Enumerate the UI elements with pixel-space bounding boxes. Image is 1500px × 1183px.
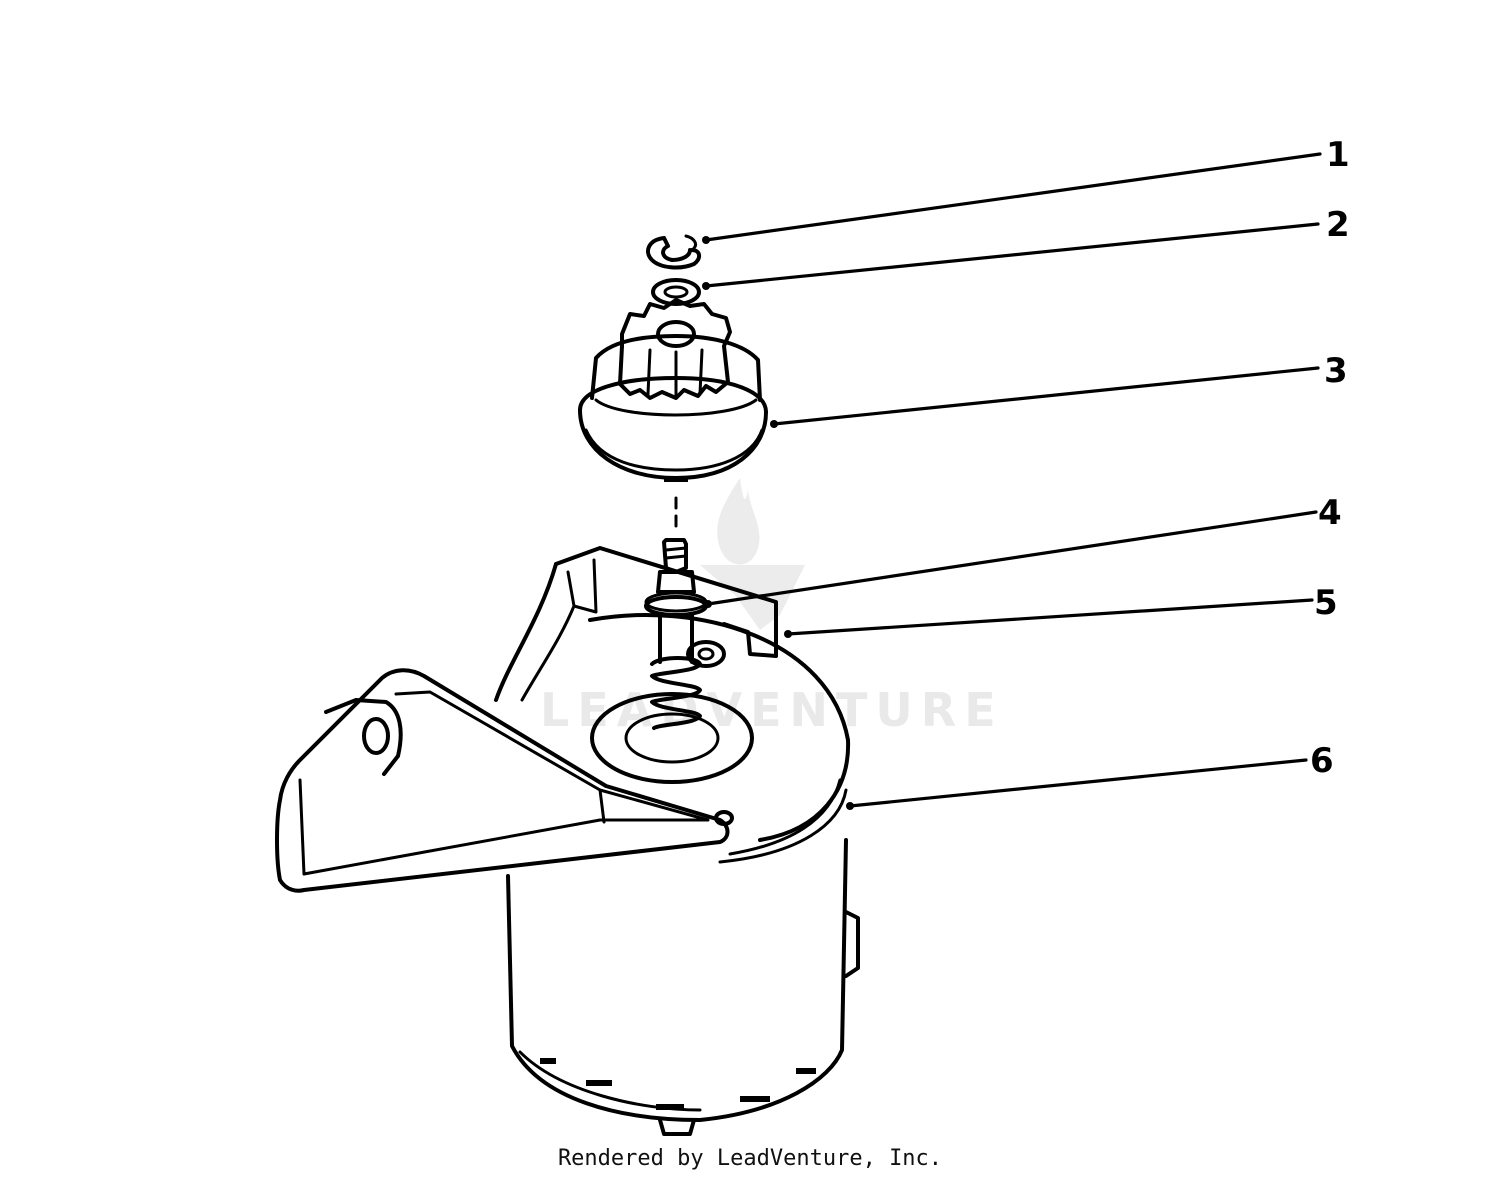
part-2-washer	[651, 278, 701, 306]
watermark: LEADVENTURE	[540, 478, 1004, 737]
part-6-motor-housing	[275, 613, 860, 1136]
part-5-bracket	[494, 546, 778, 702]
watermark-text: LEADVENTURE	[540, 683, 1004, 737]
callout-2: 2	[1326, 205, 1350, 245]
leader-3	[772, 366, 1320, 426]
leader-1	[704, 152, 1322, 242]
leader-4	[706, 510, 1318, 606]
callout-1: 1	[1326, 135, 1350, 175]
leader-5	[786, 598, 1314, 636]
part-1-retaining-ring	[646, 234, 701, 270]
leader-6	[848, 758, 1308, 808]
part-3-pinion-gear	[578, 298, 768, 482]
callout-4: 4	[1318, 493, 1342, 533]
callout-3: 3	[1324, 351, 1348, 391]
leader-2	[704, 222, 1320, 288]
callout-5: 5	[1314, 583, 1338, 623]
render-credit: Rendered by LeadVenture, Inc.	[557, 1146, 943, 1171]
callout-labels: 1 2 3 4 5 6	[1310, 135, 1350, 781]
leader-lines	[702, 152, 1322, 810]
callout-6: 6	[1310, 741, 1334, 781]
